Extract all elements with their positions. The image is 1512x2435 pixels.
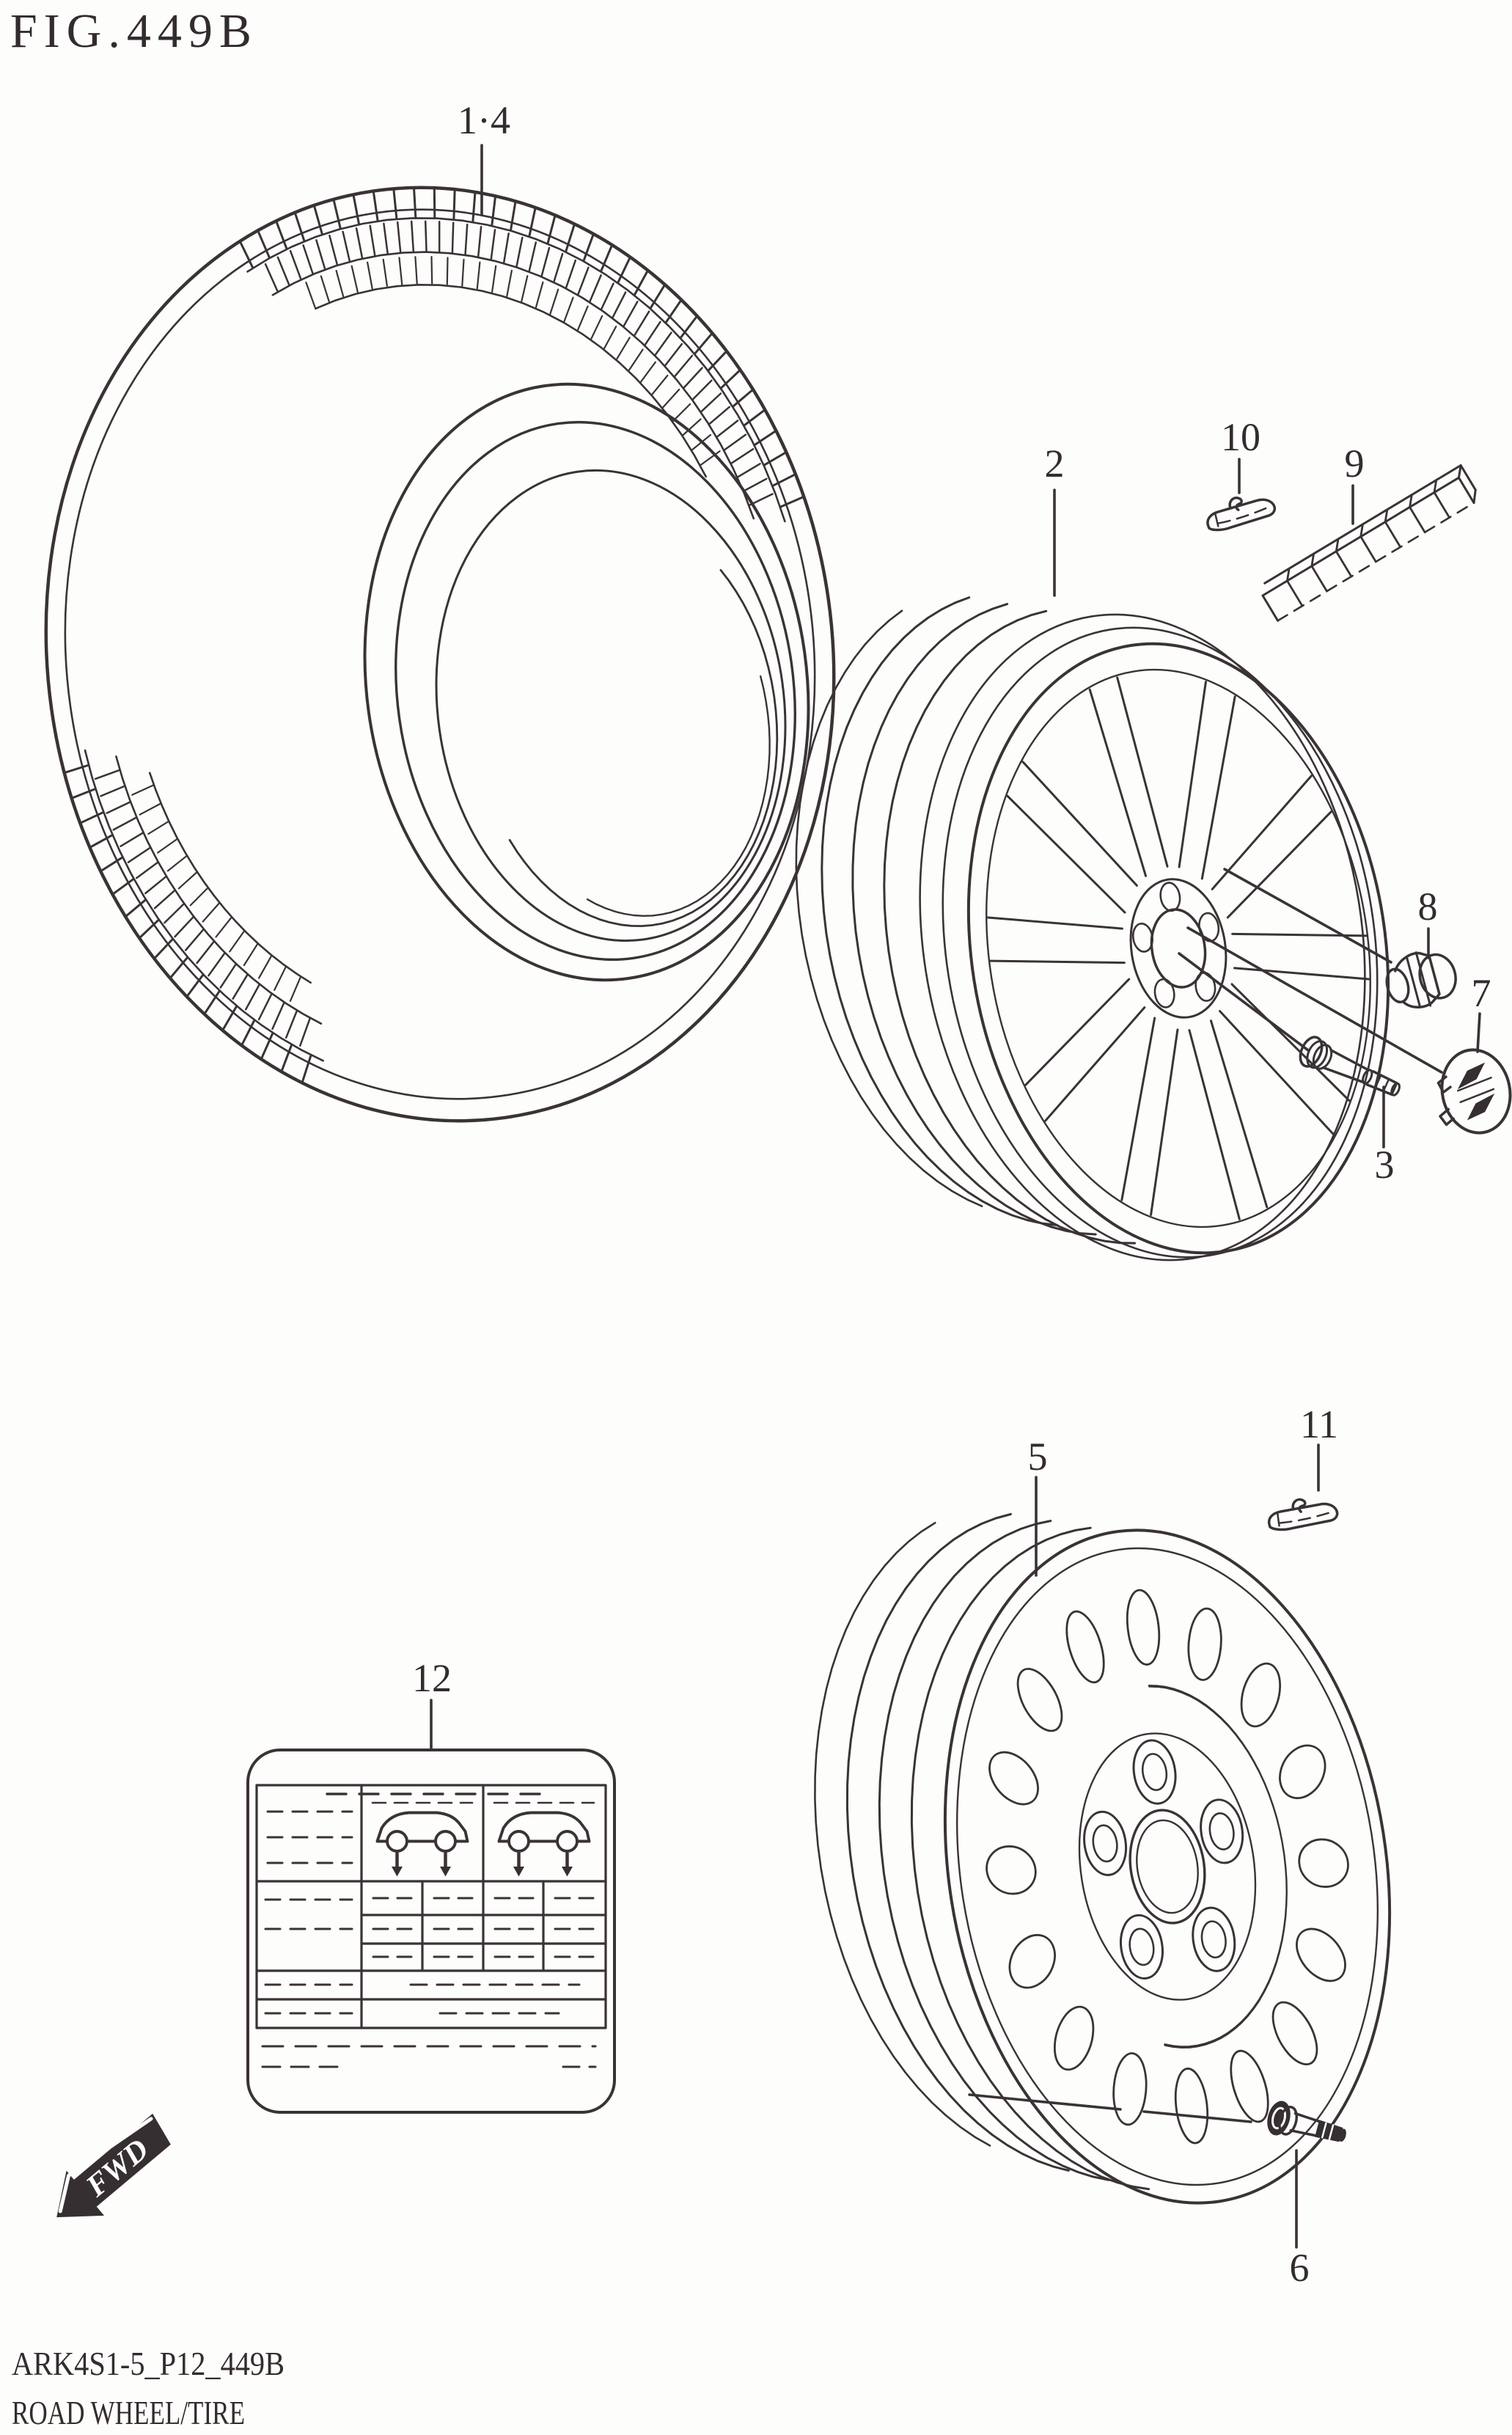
tpms-valve [1299, 1036, 1401, 1096]
suzuki-s-upper [1457, 1062, 1486, 1090]
alloy-wheel-illustration [795, 596, 1390, 1262]
leader-lines [430, 144, 1481, 2249]
weight-strip [1261, 464, 1477, 622]
leader-snap-in-valve-diagonal-b [1142, 2110, 1252, 2123]
alloy-wheel-face [947, 642, 1409, 1255]
cap-tab-upper [1436, 1075, 1452, 1094]
cap-tab-lower [1439, 1107, 1455, 1127]
fwd-arrow [56, 2113, 171, 2218]
center-cap [1436, 1048, 1512, 1135]
leader-snap-in-valve-diagonal-a [968, 2093, 1122, 2111]
callout-steel-wheel: 5 [1028, 1435, 1048, 1479]
car-icon-front-axle [378, 1813, 468, 1877]
leader-tpms-valve-diagonal [1178, 952, 1310, 1052]
callout-center-cap: 7 [1472, 971, 1491, 1015]
figure-number: FIG.449B [10, 4, 258, 58]
tire-illustration [44, 186, 836, 1123]
steel-wheel-illustration [814, 1513, 1150, 2191]
callout-tire-placard: 12 [412, 1656, 452, 1700]
leader-center-cap [1476, 1012, 1481, 1053]
figure-code: ARK4S1-5_P12_449B [12, 2345, 285, 2382]
snap-in-valve [1267, 2101, 1346, 2142]
callout-clip-weight-steel: 11 [1300, 1402, 1338, 1446]
wheel-nut [1385, 951, 1457, 1008]
car-icon-rear-axle [499, 1813, 590, 1877]
suzuki-s-lower [1467, 1093, 1495, 1121]
callout-clip-weight-alloy: 10 [1221, 415, 1260, 459]
callout-snap-in-valve: 6 [1290, 2246, 1310, 2290]
clip-weight-alloy [1205, 492, 1277, 538]
tire-placard [246, 1749, 616, 2114]
steel-wheel-face [898, 1498, 1436, 2236]
callout-tpms-valve: 3 [1375, 1143, 1395, 1187]
figure-name: ROAD WHEEL/TIRE [12, 2394, 245, 2431]
callout-alloy-wheel: 2 [1045, 442, 1065, 486]
callout-weight-strip: 9 [1345, 442, 1365, 486]
callout-tire: 1·4 [458, 98, 510, 142]
callout-wheel-nut: 8 [1418, 885, 1438, 929]
leader-center-cap-diagonal [1186, 926, 1443, 1074]
clip-weight-steel [1266, 1491, 1340, 1542]
fwd-marker: FWD [56, 2113, 171, 2218]
